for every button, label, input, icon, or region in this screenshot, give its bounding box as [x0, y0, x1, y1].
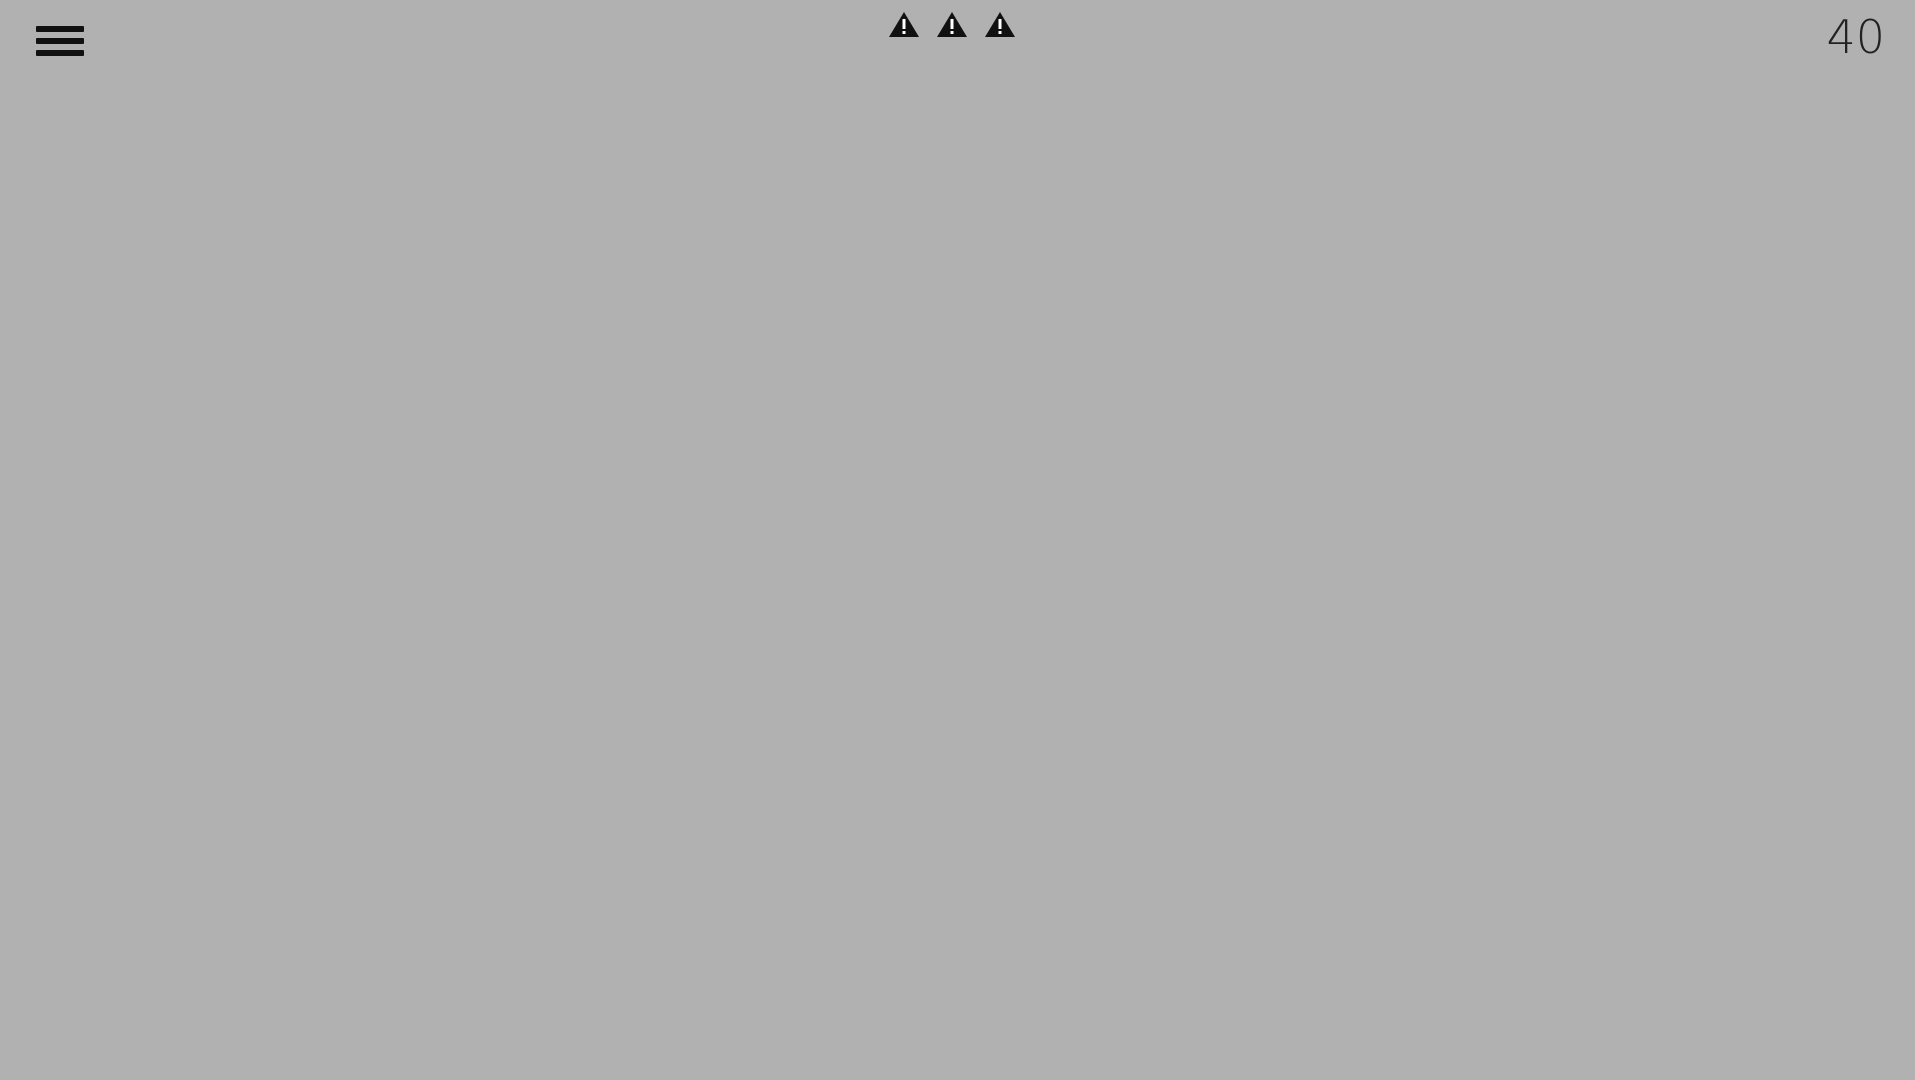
- svg-text:4: 4: [1446, 729, 1453, 743]
- unlit-bulb-icon: [221, 78, 334, 261]
- svg-text:5: 5: [333, 566, 340, 580]
- power-switch[interactable]: [122, 380, 199, 509]
- svg-text:3: 3: [1078, 414, 1085, 428]
- lit-bulb-icon: [497, 673, 607, 853]
- svg-text:2: 2: [1193, 620, 1200, 633]
- svg-text:1: 1: [1175, 620, 1182, 633]
- svg-text:3: 3: [1212, 620, 1219, 633]
- input-chip[interactable]: 5: [329, 564, 372, 580]
- warning-triangle-icon: [889, 12, 919, 37]
- output-chip[interactable]: 4: [1416, 728, 1458, 743]
- hamburger-menu-icon: [36, 26, 84, 32]
- output-chip[interactable]: 2: [1416, 660, 1458, 676]
- lit-bulbs: [363, 79, 1858, 891]
- score-counter: 40: [1826, 10, 1885, 64]
- svg-text:1: 1: [335, 413, 342, 427]
- svg-text:2: 2: [1446, 662, 1453, 676]
- svg-text:1: 1: [1080, 314, 1087, 328]
- output-chip[interactable]: 3: [1416, 695, 1458, 710]
- input-chip[interactable]: 1: [329, 411, 372, 427]
- unlit-bulb-icon: [1746, 597, 1859, 780]
- unlit-bulb-icon: [98, 711, 210, 893]
- unlit-bulb-icon: [1569, 839, 1682, 1021]
- warning-triangle-icon: [937, 12, 967, 37]
- lit-bulb-icon: [372, 79, 483, 260]
- svg-text:5: 5: [609, 408, 616, 421]
- svg-text:1: 1: [1086, 628, 1093, 642]
- menu-button[interactable]: [36, 26, 84, 62]
- input-chip[interactable]: 1: [1074, 312, 1118, 328]
- svg-text:5: 5: [1446, 763, 1453, 777]
- input-chip[interactable]: 1: [1080, 626, 1124, 642]
- unlit-bulb-icon: [98, 78, 210, 261]
- unlit-bulb-icon: [229, 673, 342, 855]
- top-right-module[interactable]: [1039, 200, 1503, 530]
- ports[interactable]: [743, 272, 1528, 817]
- wires: [32, 259, 1807, 1055]
- warning-triangle-icon: [985, 12, 1015, 37]
- output-chip[interactable]: 5: [1416, 762, 1458, 777]
- bulb-glow: [219, 0, 1915, 1080]
- lit-bulb-icon: [1747, 246, 1858, 427]
- left-module[interactable]: [280, 331, 745, 660]
- input-chip[interactable]: 3: [1074, 412, 1118, 428]
- led-indicator: [261, 414, 281, 424]
- lit-bulb-icon: [363, 710, 474, 891]
- unlit-bulbs: [98, 78, 1859, 1021]
- inner-circuit: [372, 281, 1472, 804]
- svg-text:4: 4: [1230, 620, 1237, 633]
- svg-text:3: 3: [1379, 277, 1386, 290]
- lit-bulb-icon: [497, 79, 607, 260]
- svg-text:5: 5: [1247, 620, 1254, 633]
- bottom-right-module[interactable]: [1039, 549, 1503, 879]
- svg-text:1: 1: [541, 408, 548, 421]
- unlit-bulb-icon: [1646, 78, 1759, 261]
- svg-text:1: 1: [1339, 277, 1346, 290]
- warnings: [888, 10, 1016, 38]
- unlit-bulb-icon: [1746, 839, 1859, 1021]
- lit-bulb-icon: [628, 710, 739, 891]
- led-indicator: [748, 277, 1523, 426]
- svg-text:3: 3: [1446, 696, 1453, 710]
